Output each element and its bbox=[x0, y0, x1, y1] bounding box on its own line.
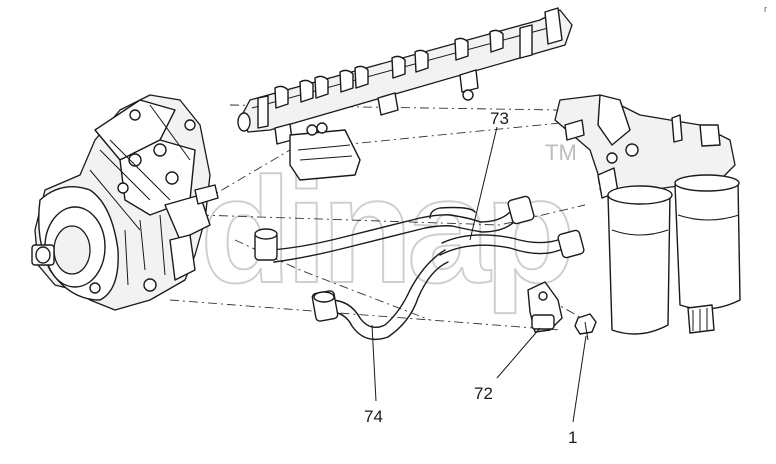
corner-mark: r bbox=[764, 4, 767, 14]
watermark: dinap TM bbox=[199, 140, 577, 315]
callout-1: 1 bbox=[568, 428, 577, 447]
callout-labels: 73 74 72 1 bbox=[364, 109, 577, 447]
common-rail bbox=[237, 7, 573, 145]
fuel-injection-pump bbox=[31, 94, 219, 311]
callout-74: 74 bbox=[364, 407, 383, 426]
bolt-1 bbox=[574, 313, 597, 341]
watermark-brand: dinap bbox=[200, 146, 570, 314]
fuel-line-74 bbox=[311, 249, 449, 341]
rail-bracket bbox=[289, 122, 361, 181]
callout-72: 72 bbox=[474, 384, 493, 403]
fuel-filter-assembly bbox=[554, 94, 741, 335]
callout-73: 73 bbox=[490, 109, 509, 128]
clamp-72 bbox=[527, 281, 563, 333]
fuel-line-73 bbox=[254, 195, 585, 263]
leader-lines bbox=[371, 126, 587, 423]
watermark-trademark: TM bbox=[545, 140, 577, 165]
